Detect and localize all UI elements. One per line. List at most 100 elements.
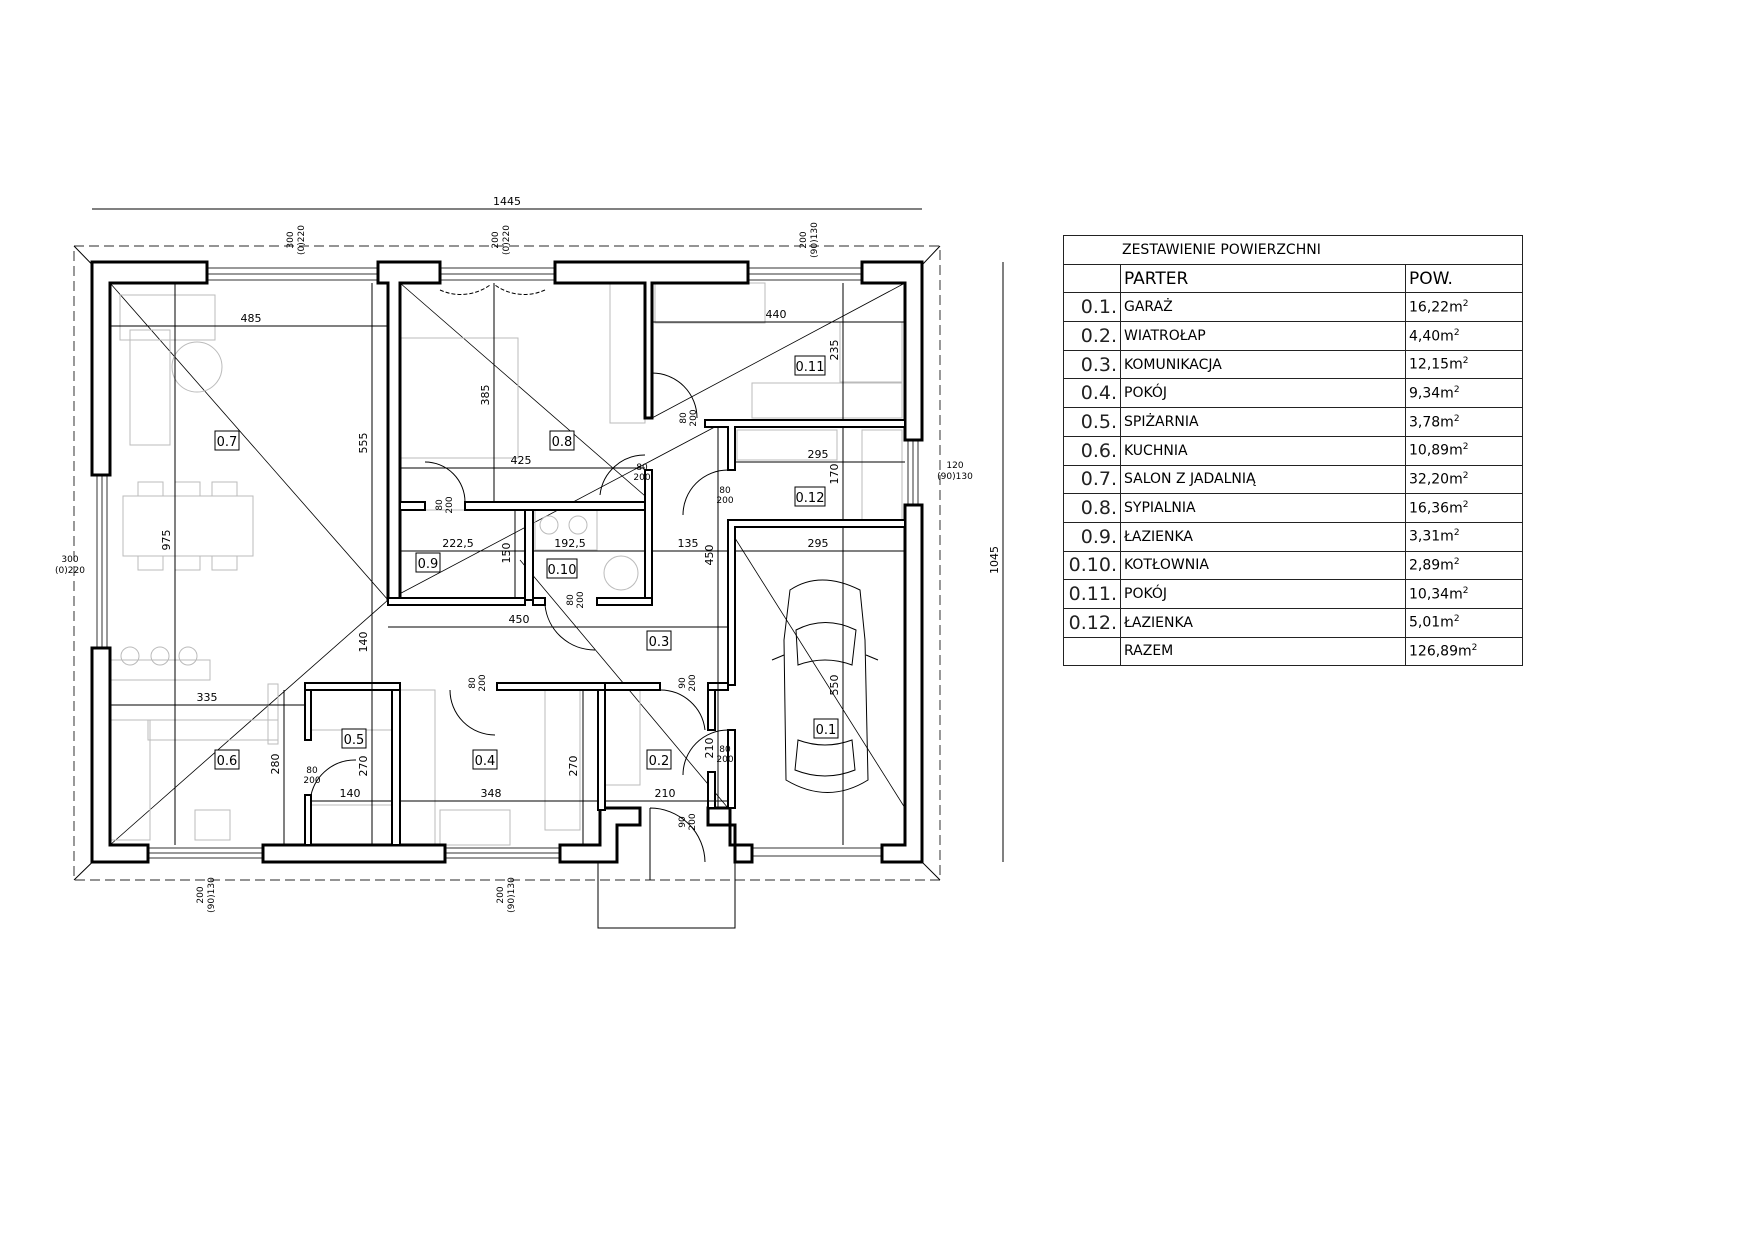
room-number: 0.10. (1063, 550, 1121, 581)
room-number: 0.12. (1063, 607, 1121, 638)
room-diagonals (109, 282, 906, 846)
window-height: (90)130 (207, 877, 217, 913)
schedule-row: 0.3. KOMUNIKACJA 12,15m2 (1063, 349, 1523, 380)
door-width: 90 (678, 816, 688, 828)
room-name: GARAŻ (1120, 292, 1406, 323)
door-width: 80 (679, 412, 689, 424)
door-width: 90 (678, 677, 688, 689)
schedule-title: ZESTAWIENIE POWIERZCHNI (1063, 235, 1523, 265)
dimension-label: 170 (828, 464, 841, 485)
window-height: (0)220 (502, 225, 512, 255)
room-area: 10,34m2 (1405, 579, 1523, 609)
dimension-label: 295 (808, 537, 829, 550)
dimension-label: 210 (655, 787, 676, 800)
schedule-row: 0.10. KOTŁOWNIA 2,89m2 (1063, 550, 1523, 581)
total-label: RAZEM (1120, 636, 1406, 667)
room-tag: 0.12 (796, 491, 825, 506)
room-area: 32,20m2 (1405, 464, 1523, 495)
room-tag-box (472, 749, 498, 770)
schedule-row: 0.12. ŁAZIENKA 5,01m2 (1063, 607, 1523, 638)
total-area: 126,89m2 (1405, 636, 1523, 667)
dimension-label: 222,5 (442, 537, 474, 550)
dimension-label: 348 (481, 787, 502, 800)
room-name: POKÓJ (1120, 378, 1406, 409)
schedule-row: 0.5. SPIŻARNIA 3,78m2 (1063, 407, 1523, 437)
dimension-label: 1045 (988, 546, 1001, 574)
schedule-row: 0.2. WIATROŁAP 4,40m2 (1063, 321, 1523, 351)
room-tag-box (549, 430, 575, 451)
room-name: ŁAZIENKA (1120, 607, 1406, 638)
dimension-label: 975 (160, 530, 173, 551)
door-height: 200 (633, 473, 650, 483)
door-width: 80 (468, 677, 478, 689)
door-height: 200 (445, 496, 455, 513)
dimension-label: 210 (703, 738, 716, 759)
room-area: 3,78m2 (1405, 407, 1523, 437)
room-tag-box (214, 430, 240, 451)
room-area: 16,22m2 (1405, 292, 1523, 323)
dimension-label: 450 (703, 545, 716, 566)
room-tag-box (646, 749, 672, 770)
room-tag: 0.2 (649, 754, 670, 769)
room-name: POKÓJ (1120, 579, 1406, 609)
room-tag: 0.11 (796, 360, 825, 375)
schedule-row: 0.8. SYPIALNIA 16,36m2 (1063, 493, 1523, 523)
schedule-row: 0.9. ŁAZIENKA 3,31m2 (1063, 521, 1523, 552)
window-width: 300 (286, 231, 296, 248)
dimension-label: 335 (197, 691, 218, 704)
room-tag-box (214, 749, 240, 770)
room-name: KOMUNIKACJA (1120, 349, 1406, 380)
window-height: (90)130 (810, 222, 820, 258)
dimension-label: 235 (828, 340, 841, 361)
door-width: 80 (719, 745, 731, 755)
room-tag: 0.5 (344, 733, 365, 748)
dimension-label: 280 (269, 754, 282, 775)
door-width: 80 (719, 486, 731, 496)
area-header: POW. (1405, 263, 1523, 294)
schedule-row: 0.1. GARAŻ 16,22m2 (1063, 292, 1523, 323)
dimension-label: 295 (808, 448, 829, 461)
car-icon (771, 579, 879, 793)
room-number: 0.2. (1063, 321, 1121, 351)
schedule-row: 0.6. KUCHNIA 10,89m2 (1063, 435, 1523, 466)
window-width: 200 (799, 231, 809, 248)
room-tag-box (646, 630, 672, 651)
room-number: 0.3. (1063, 349, 1121, 380)
window-height: (90)130 (507, 877, 517, 913)
room-area: 12,15m2 (1405, 349, 1523, 380)
dimension-label: 440 (766, 308, 787, 321)
door-height: 200 (716, 755, 733, 765)
room-name: SYPIALNIA (1120, 493, 1406, 523)
room-name: ŁAZIENKA (1120, 521, 1406, 552)
window-width: 300 (61, 555, 78, 565)
dimension-label: 1445 (493, 195, 521, 208)
dimension-label: 450 (509, 613, 530, 626)
dimension-label: 555 (357, 433, 370, 454)
dimension-label: 385 (479, 385, 492, 406)
schedule-row: 0.7. SALON Z JADALNIĄ 32,20m2 (1063, 464, 1523, 495)
room-tag-box (794, 486, 826, 507)
room-tag-box (415, 552, 441, 573)
room-number: 0.1. (1063, 292, 1121, 323)
room-name: KOTŁOWNIA (1120, 550, 1406, 581)
window-width: 200 (196, 886, 206, 903)
room-tag-box (813, 718, 839, 739)
room-tag: 0.8 (552, 435, 573, 450)
exterior-walls (90, 260, 924, 864)
room-area: 2,89m2 (1405, 550, 1523, 581)
door-height: 200 (716, 496, 733, 506)
room-name: KUCHNIA (1120, 435, 1406, 466)
window-height: (0)220 (297, 225, 307, 255)
door-height: 200 (688, 674, 698, 691)
room-area: 4,40m2 (1405, 321, 1523, 351)
room-number: 0.8. (1063, 493, 1121, 523)
interior-walls (304, 419, 906, 846)
dimension-label: 425 (511, 454, 532, 467)
room-tag: 0.7 (217, 435, 238, 450)
dimension-label: 135 (678, 537, 699, 550)
room-number: 0.7. (1063, 464, 1121, 495)
dimension-label: 140 (340, 787, 361, 800)
porch (597, 862, 736, 929)
dimension-label: 140 (357, 632, 370, 653)
